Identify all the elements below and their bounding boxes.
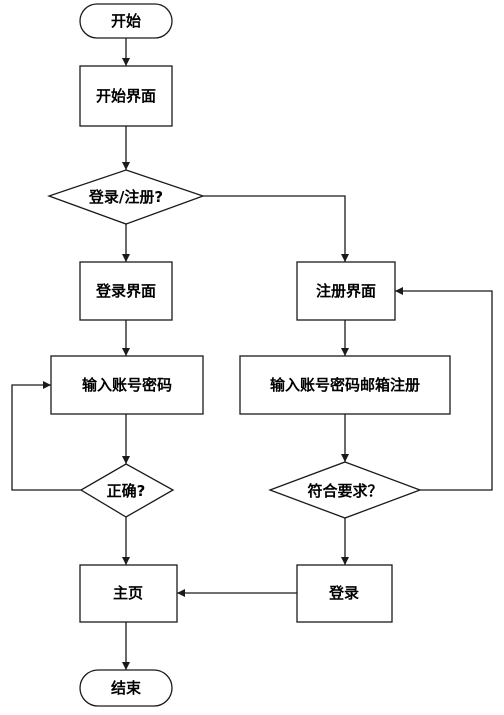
node-login-or-register-label: 登录/注册? bbox=[88, 188, 163, 206]
node-start-label: 开始 bbox=[111, 12, 141, 30]
node-enter-credentials-email: 输入账号密码邮箱注册 bbox=[239, 355, 451, 415]
node-start-screen-label: 开始界面 bbox=[96, 87, 156, 105]
node-home-label: 主页 bbox=[113, 584, 143, 602]
node-login-screen: 登录界面 bbox=[79, 261, 173, 321]
node-end: 结束 bbox=[79, 669, 173, 707]
edge-requirements-no-loop bbox=[395, 287, 493, 491]
node-login-screen-label: 登录界面 bbox=[95, 282, 156, 300]
node-register-screen-label: 注册界面 bbox=[316, 282, 376, 300]
node-enter-credentials-label: 输入账号密码 bbox=[82, 376, 172, 394]
node-start-screen: 开始界面 bbox=[79, 65, 173, 127]
node-register-screen: 注册界面 bbox=[296, 261, 396, 321]
node-login: 登录 bbox=[296, 564, 393, 623]
node-start: 开始 bbox=[79, 3, 173, 39]
node-correct-label: 正确? bbox=[107, 482, 146, 500]
node-enter-credentials: 输入账号密码 bbox=[50, 355, 204, 415]
edge-correct-no-loop bbox=[11, 381, 81, 491]
node-meets-requirements-label: 符合要求？ bbox=[307, 482, 382, 500]
node-login-label: 登录 bbox=[328, 584, 359, 602]
node-meets-requirements: 符合要求？ bbox=[268, 461, 422, 519]
edges bbox=[11, 38, 493, 670]
node-correct: 正确? bbox=[79, 463, 175, 518]
node-home: 主页 bbox=[79, 564, 178, 623]
node-enter-credentials-email-label: 输入账号密码邮箱注册 bbox=[270, 376, 420, 394]
node-end-label: 结束 bbox=[111, 679, 142, 697]
edge-decision-to-register-screen bbox=[203, 195, 349, 262]
node-login-or-register: 登录/注册? bbox=[47, 169, 205, 225]
